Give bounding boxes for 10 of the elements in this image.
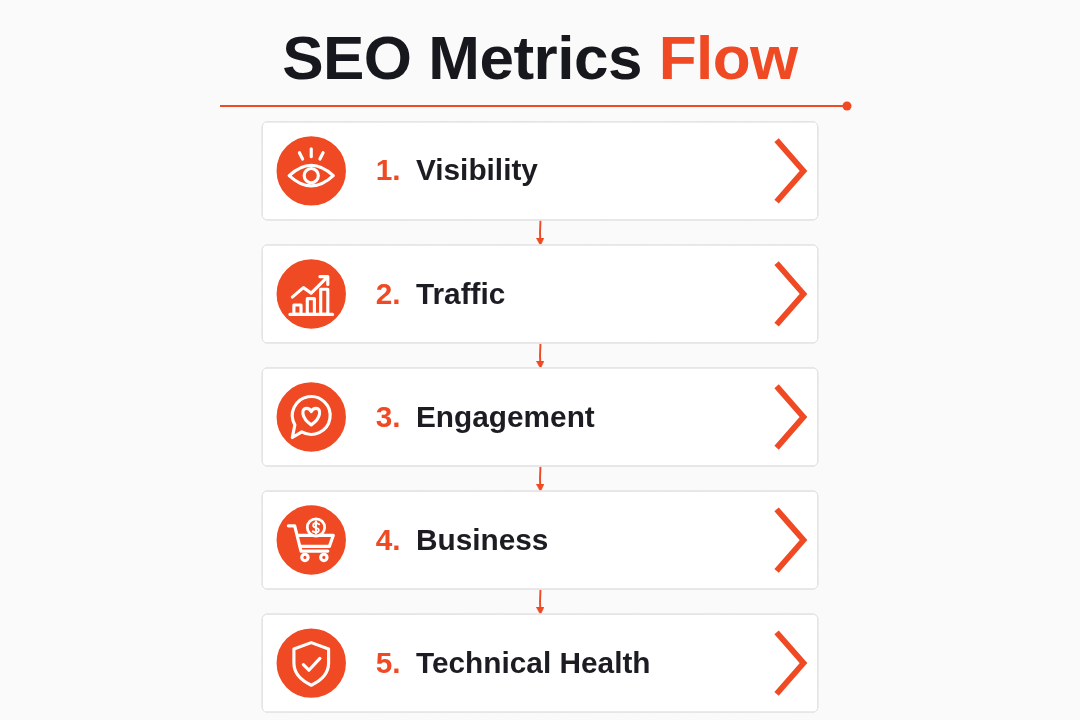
arrow — [535, 588, 545, 615]
node-text: 2. Traffic — [375, 276, 506, 311]
diagram-title: SEO Metrics Flow — [282, 24, 798, 93]
arrow — [535, 219, 545, 246]
node-text: 3. Engagement — [375, 399, 595, 434]
node-text: 4. Business — [375, 522, 549, 557]
node-text: 1. Visibility — [375, 153, 538, 187]
arrow — [535, 465, 545, 492]
arrow — [535, 342, 545, 369]
node-text: 5. Technical Health — [375, 645, 651, 680]
